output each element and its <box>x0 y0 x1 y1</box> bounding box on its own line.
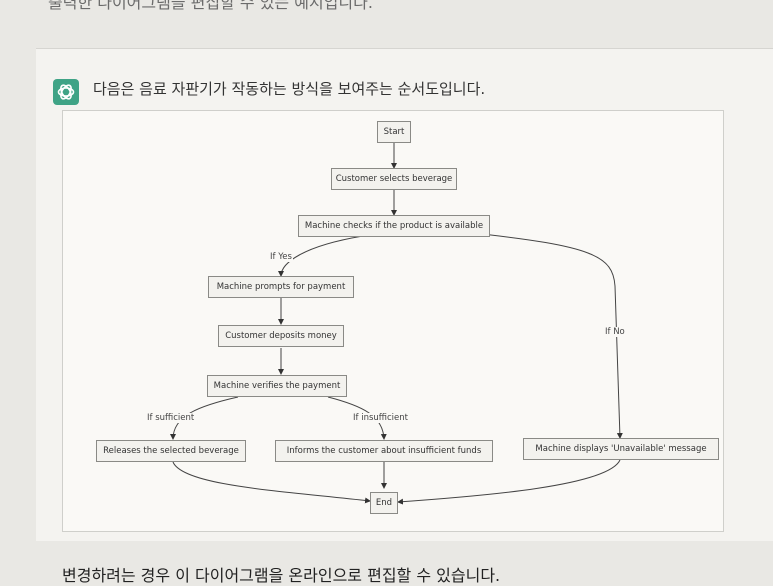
node-start: Start <box>377 121 411 143</box>
flowchart-diagram: Start Customer selects beverage Machine … <box>62 110 724 532</box>
node-unavailable-message: Machine displays 'Unavailable' message <box>523 438 719 460</box>
edge-unavailable-end <box>397 459 621 505</box>
edge-label-if-no: If No <box>604 327 626 337</box>
edge-release-end <box>172 461 371 504</box>
node-releases-beverage: Releases the selected beverage <box>96 440 246 462</box>
node-prompts-payment: Machine prompts for payment <box>208 276 354 298</box>
node-verifies-payment: Machine verifies the payment <box>207 375 347 397</box>
assistant-logo-icon <box>53 79 79 105</box>
node-end: End <box>370 492 398 514</box>
edge-label-if-insufficient: If insufficient <box>352 413 409 423</box>
edge-check-unavailable <box>472 232 623 439</box>
edge-verify-informs <box>327 396 387 440</box>
node-informs-insufficient: Informs the customer about insufficient … <box>275 440 493 462</box>
assistant-footer-text: 변경하려는 경우 이 다이어그램을 온라인으로 편집할 수 있습니다. <box>62 566 501 585</box>
edge-label-if-yes: If Yes <box>269 252 293 262</box>
edge-verify-release <box>170 396 239 440</box>
assistant-intro-text: 다음은 음료 자판기가 작동하는 방식을 보여주는 순서도입니다. <box>93 80 486 98</box>
flowchart-edges <box>170 143 623 505</box>
node-deposits-money: Customer deposits money <box>218 325 344 347</box>
node-machine-checks: Machine checks if the product is availab… <box>298 215 490 237</box>
previous-message-text: 출력한 다이어그램을 편집할 수 있는 예시입니다. <box>48 0 373 12</box>
edge-check-prompt <box>278 235 364 277</box>
node-customer-selects: Customer selects beverage <box>331 168 457 190</box>
edge-label-if-sufficient: If sufficient <box>146 413 196 423</box>
